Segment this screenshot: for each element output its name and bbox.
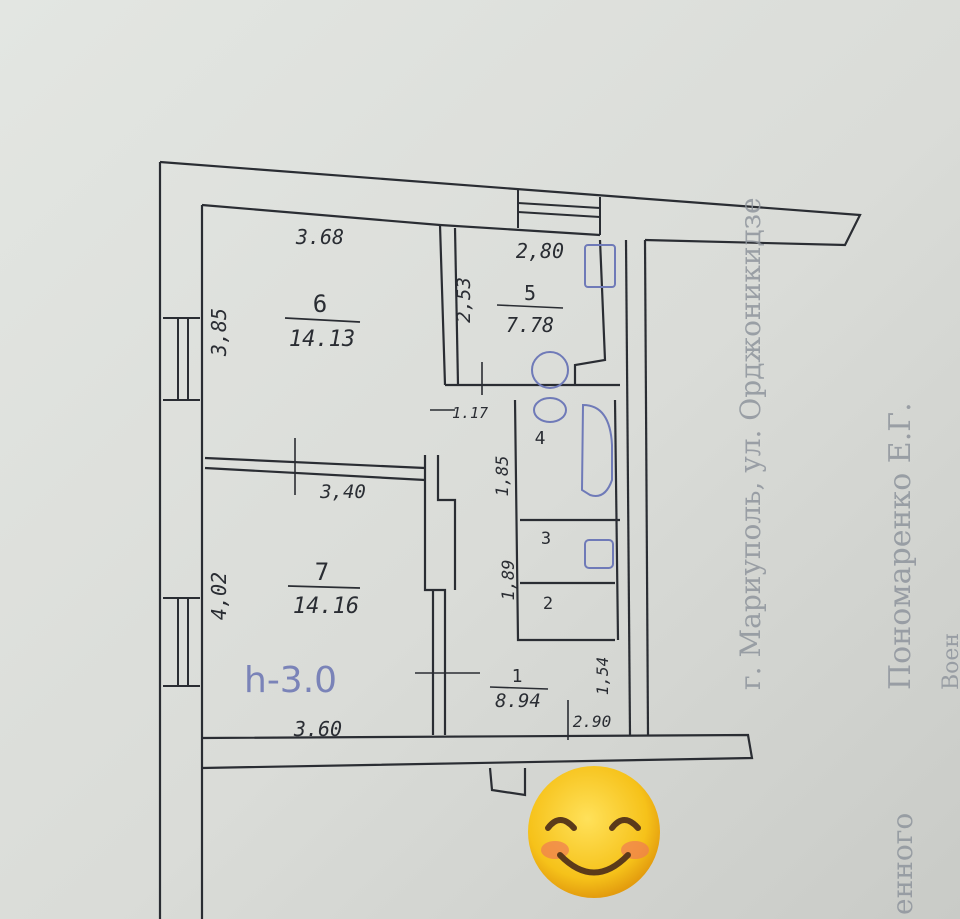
room-5-number: 5 — [524, 281, 536, 305]
room-6-area: 14.13 — [289, 327, 355, 352]
dim-room7-width: 3.60 — [293, 717, 342, 741]
room-5-area: 7.78 — [506, 313, 554, 337]
stamp-name: Пономаренко Е.Г. — [883, 402, 918, 690]
room-4-number: 4 — [535, 428, 546, 449]
sanitary-fixtures — [531, 244, 616, 569]
dim-room5-height: 2,53 — [453, 277, 475, 323]
dimension-ticks — [294, 362, 569, 740]
room-1-number: 1 — [512, 666, 523, 687]
ceiling-height-note: h-3.0 — [244, 660, 337, 701]
room-labels: 6 14.13 5 7.78 4 3 2 7 14.16 1 8.94 — [284, 281, 564, 712]
room-6-number: 6 — [313, 290, 327, 318]
window-left-upper — [163, 317, 200, 401]
dim-passage-width: 1.17 — [452, 404, 488, 422]
stamp-address: г. Мариуполь, ул. Орджоникидзе — [734, 197, 767, 690]
dim-room7-height: 4,02 — [207, 572, 231, 620]
stamp-partial-bottom: енного — [886, 813, 919, 915]
dim-hall-height: 1,54 — [593, 657, 612, 696]
dim-wall-6-7: 3,40 — [319, 481, 366, 503]
room-3-number: 3 — [541, 529, 551, 549]
plan-walls — [158, 160, 862, 919]
dim-hall-width: 2.90 — [573, 712, 612, 731]
room-2-number: 2 — [543, 594, 553, 614]
smiling-face-emoji — [528, 766, 660, 898]
stamp-text: г. Мариуполь, ул. Орджоникидзе Пономарен… — [734, 197, 960, 915]
dim-room4-height: 1,85 — [493, 456, 513, 497]
dim-room5-width: 2,80 — [516, 239, 564, 263]
room-7-number: 7 — [315, 558, 329, 586]
room-7-area: 14.16 — [293, 594, 359, 619]
dimension-labels: 3.68 3,85 2,80 2,53 1.17 1,85 1,89 3,40 … — [207, 225, 612, 741]
window-top — [517, 190, 601, 235]
dim-room6-width: 3.68 — [295, 225, 344, 249]
stamp-partial-right: Воен — [939, 633, 960, 690]
room-1-area: 8.94 — [495, 690, 541, 712]
window-left-lower — [163, 597, 200, 687]
dim-room6-height: 3,85 — [207, 308, 231, 357]
dim-room3-2-height: 1,89 — [499, 560, 519, 601]
